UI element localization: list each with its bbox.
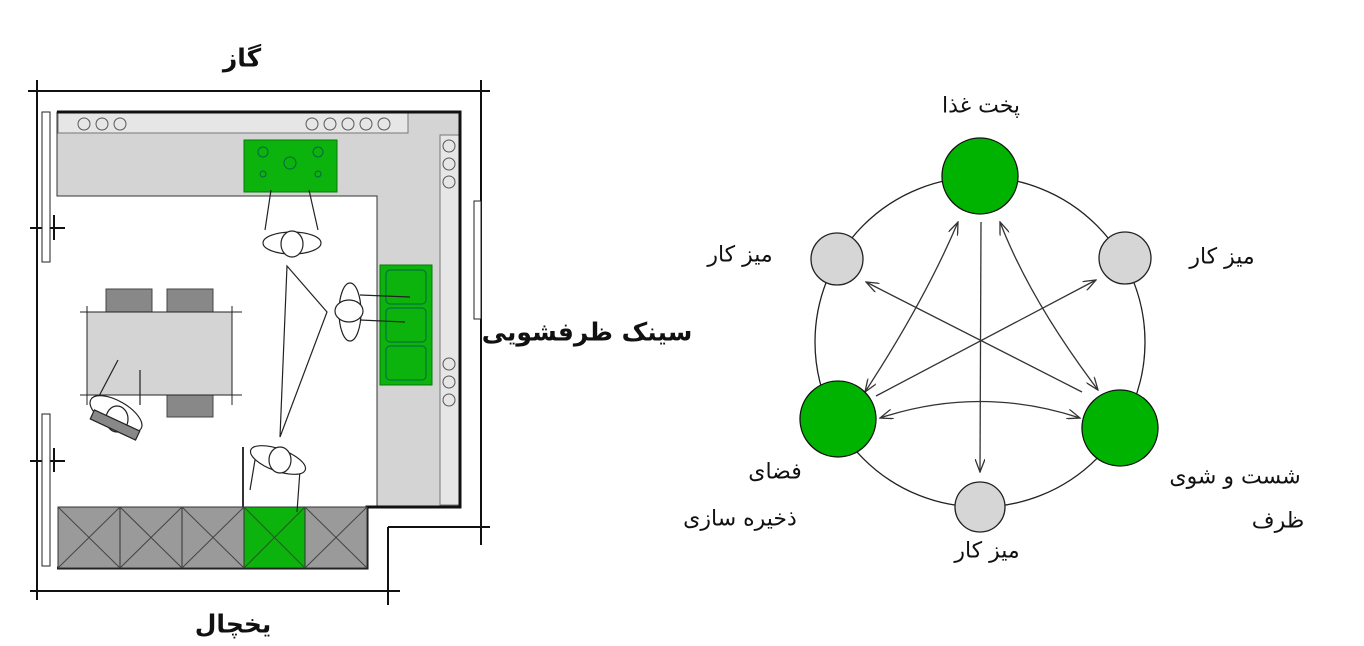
chair — [105, 288, 153, 313]
person-icons — [89, 189, 411, 513]
washing-label-line1: شست و شوی — [1169, 464, 1301, 490]
burners-icon — [257, 146, 324, 178]
table-lines — [80, 306, 242, 405]
worktop-bottom-label: میز کار — [954, 538, 1020, 564]
node-worktop-right — [1098, 231, 1152, 285]
chair — [166, 394, 214, 418]
window-right — [473, 200, 482, 320]
window-left-bottom — [41, 413, 51, 567]
storage-label-line2: ذخیره سازی — [683, 506, 797, 532]
dining-table — [87, 312, 232, 395]
storage-label-line1: فضای — [748, 459, 802, 485]
sink-label: سینک ظرفشویی — [481, 317, 693, 347]
node-worktop-bottom — [954, 481, 1006, 533]
cooking-label: پخت غذا — [941, 93, 1021, 119]
node-cooking — [941, 137, 1019, 215]
stove-label: گاز — [222, 43, 262, 73]
washing-label-line2: ظرف — [1251, 508, 1305, 534]
node-washing — [1081, 389, 1159, 467]
fridge-label: یخچال — [194, 609, 272, 639]
arrow-worktop-left — [866, 282, 1083, 393]
bottom-cabinets — [57, 506, 368, 569]
work-triangle — [279, 264, 328, 438]
outer-wall-lines — [28, 80, 490, 605]
side-cabinet-strip — [439, 134, 460, 506]
node-storage — [799, 380, 877, 458]
chair — [166, 288, 214, 313]
arrow-cooking-worktop — [980, 221, 981, 472]
worktop-left-label: میز کار — [707, 242, 773, 268]
window-left-top — [41, 111, 51, 263]
floor-plan — [28, 80, 490, 605]
arrow-cooking-storage — [865, 222, 958, 392]
zone-arrows — [865, 222, 1098, 472]
arrow-storage-washing — [880, 400, 1080, 419]
arrow-worktop-right — [875, 280, 1096, 397]
node-worktop-left — [810, 232, 864, 286]
stove — [243, 139, 338, 193]
sink — [379, 264, 433, 386]
cabinet-knobs — [77, 117, 456, 407]
work-zones-diagram — [799, 137, 1159, 533]
sink-basins-icon — [385, 269, 427, 381]
upper-cabinet-strip — [57, 112, 409, 134]
worktop-right-label: میز کار — [1189, 244, 1255, 270]
arrow-cooking-washing — [1000, 222, 1098, 390]
